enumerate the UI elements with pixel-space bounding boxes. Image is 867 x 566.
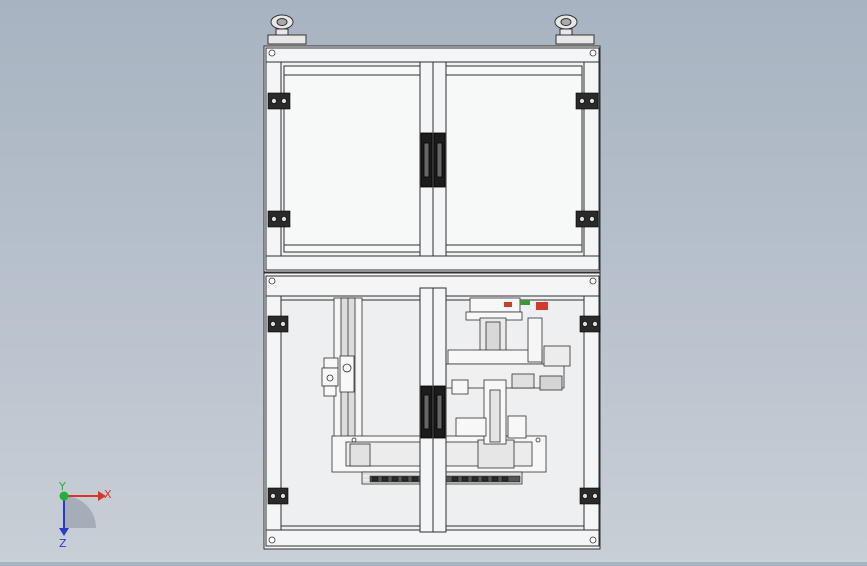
axis-triad: X Y Z [40,478,120,550]
z-axis-label: Z [59,537,67,548]
motor-assembly [419,297,571,445]
y-axis-dot [59,491,69,501]
x-axis-arrow [98,491,106,501]
x-axis-label: X [104,488,112,501]
right-eye-bolt [554,14,595,45]
y-axis-label: Y [58,480,66,493]
upper-door-handles [420,132,446,188]
corner-screws [268,49,597,544]
triad-graphic: X Y Z [58,480,112,550]
sensor-accents [504,300,548,310]
lower-hinges [267,315,601,505]
z-axis-arrow [59,528,69,536]
lower-door-handles [420,385,446,439]
upper-hinges [267,92,599,228]
triad-plane [64,496,96,528]
left-eye-bolt [267,14,307,45]
pneumatic-valves [321,355,355,397]
